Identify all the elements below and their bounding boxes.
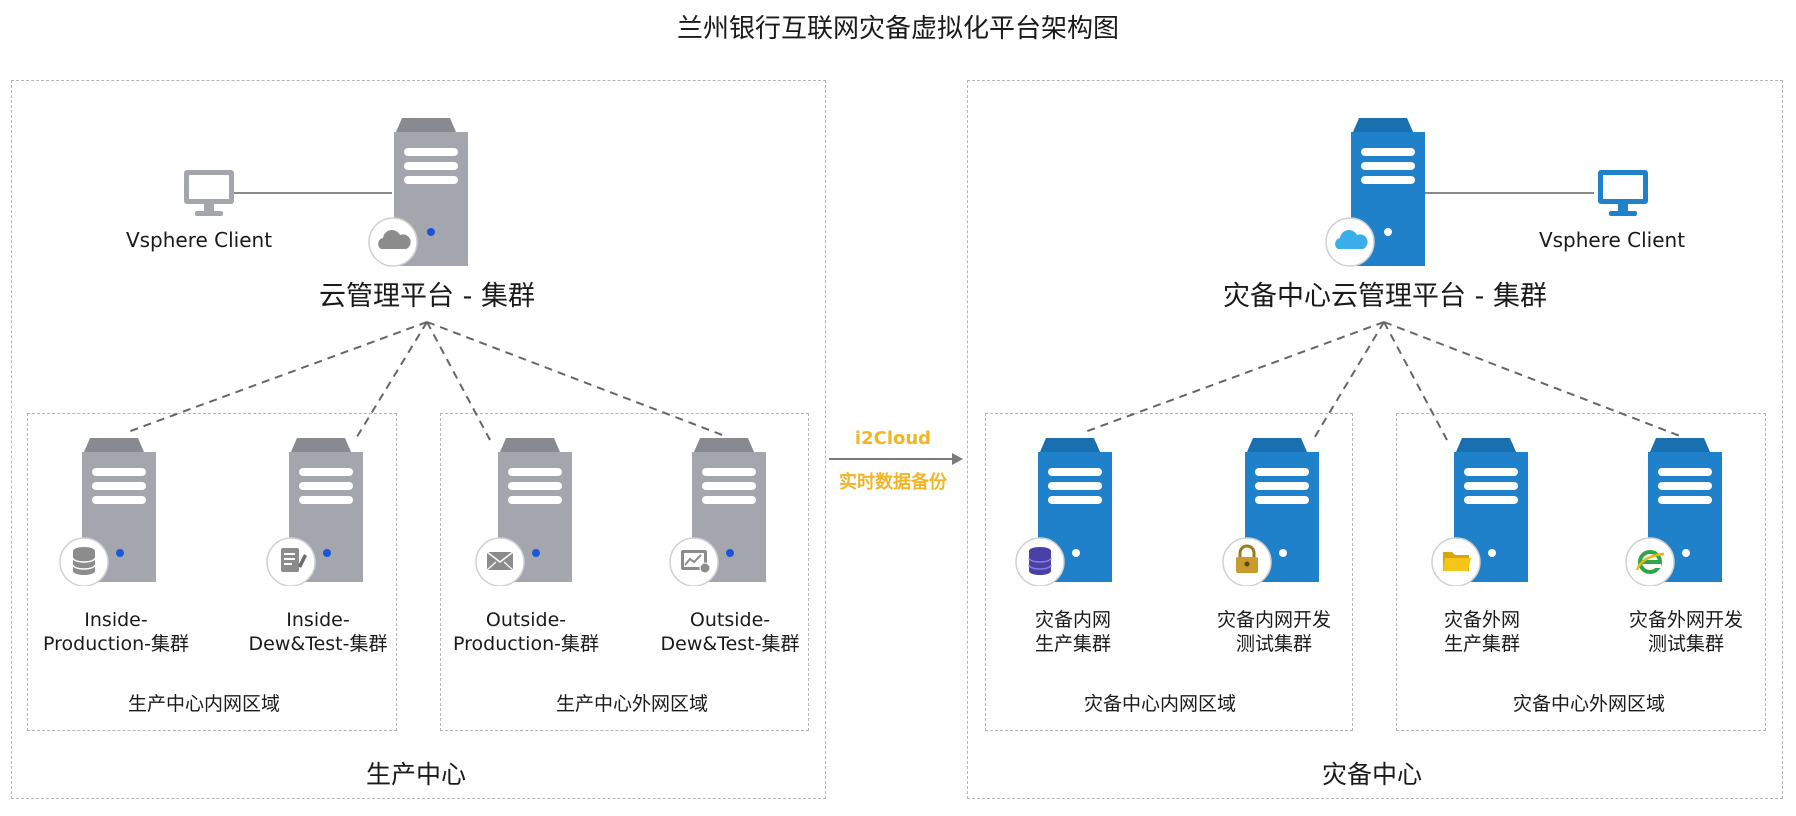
chart-icon: [681, 550, 711, 574]
database-icon: [1028, 547, 1052, 575]
outside-devtest-label: Outside- Dew&Test-集群: [660, 609, 800, 655]
database-icon: [72, 547, 96, 575]
production-center-box: [11, 80, 826, 799]
cloud-icon: [378, 230, 411, 249]
inside-production-label: Inside- Production-集群: [43, 609, 189, 655]
dr-inside-production-label: 灾备内网 生产集群: [1034, 609, 1112, 655]
production-outer-zone-box: [440, 413, 809, 731]
outside-production-label: Outside- Production-集群: [453, 609, 599, 655]
folder-icon: [1443, 552, 1471, 571]
disaster-center-box: [967, 80, 1783, 799]
disaster-platform-label: 灾备中心云管理平台 - 集群: [1223, 281, 1547, 312]
replication-arrow: [829, 453, 963, 465]
production-platform-server: [368, 118, 468, 267]
dr-outside-devtest-label: 灾备外网开发 测试集群: [1628, 609, 1744, 655]
inside-devtest-label: Inside- Dew&Test-集群: [248, 609, 388, 655]
disaster-client-label: Vsphere Client: [1538, 228, 1686, 252]
link-description-label: 实时数据备份: [839, 472, 947, 493]
disaster-platform-server: [1325, 118, 1425, 267]
dr-inside-devtest-label: 灾备内网开发 测试集群: [1216, 609, 1332, 655]
inside-production-server: [59, 438, 156, 586]
cloud-icon: [1335, 230, 1368, 249]
disaster-inner-zone-box: [985, 413, 1353, 731]
production-platform-label: 云管理平台 - 集群: [319, 281, 535, 312]
mail-icon: [486, 551, 514, 571]
production-monitor-icon: [184, 170, 234, 216]
disaster-outer-zone-label: 灾备中心外网区域: [1512, 693, 1666, 715]
production-outer-zone-label: 生产中心外网区域: [555, 693, 709, 715]
production-fan-lines: [124, 321, 726, 441]
disaster-monitor-icon: [1598, 170, 1648, 216]
link-protocol-label: i2Cloud: [854, 428, 932, 449]
dr-outside-production-server: [1431, 438, 1528, 586]
dr-inside-devtest-server: [1222, 438, 1319, 586]
dr-outside-devtest-server: [1625, 438, 1722, 586]
dr-inside-production-server: [1015, 438, 1112, 586]
dr-outside-production-label: 灾备外网 生产集群: [1443, 609, 1521, 655]
outside-production-server: [475, 438, 572, 586]
inside-devtest-server: [266, 438, 363, 586]
production-inner-zone-label: 生产中心内网区域: [127, 693, 281, 715]
outside-devtest-server: [669, 438, 766, 586]
document-icon: [281, 548, 307, 572]
production-center-label: 生产中心: [365, 760, 467, 789]
disaster-fan-lines: [1081, 321, 1681, 441]
production-inner-zone-box: [27, 413, 397, 731]
production-client-label: Vsphere Client: [125, 228, 273, 252]
diagram-title: 兰州银行互联网灾备虚拟化平台架构图: [676, 14, 1119, 44]
disaster-outer-zone-box: [1396, 413, 1766, 731]
disaster-center-label: 灾备中心: [1321, 760, 1423, 789]
ie-browser-icon: [1635, 550, 1665, 574]
lock-icon: [1236, 544, 1258, 573]
disaster-inner-zone-label: 灾备中心内网区域: [1083, 693, 1237, 715]
